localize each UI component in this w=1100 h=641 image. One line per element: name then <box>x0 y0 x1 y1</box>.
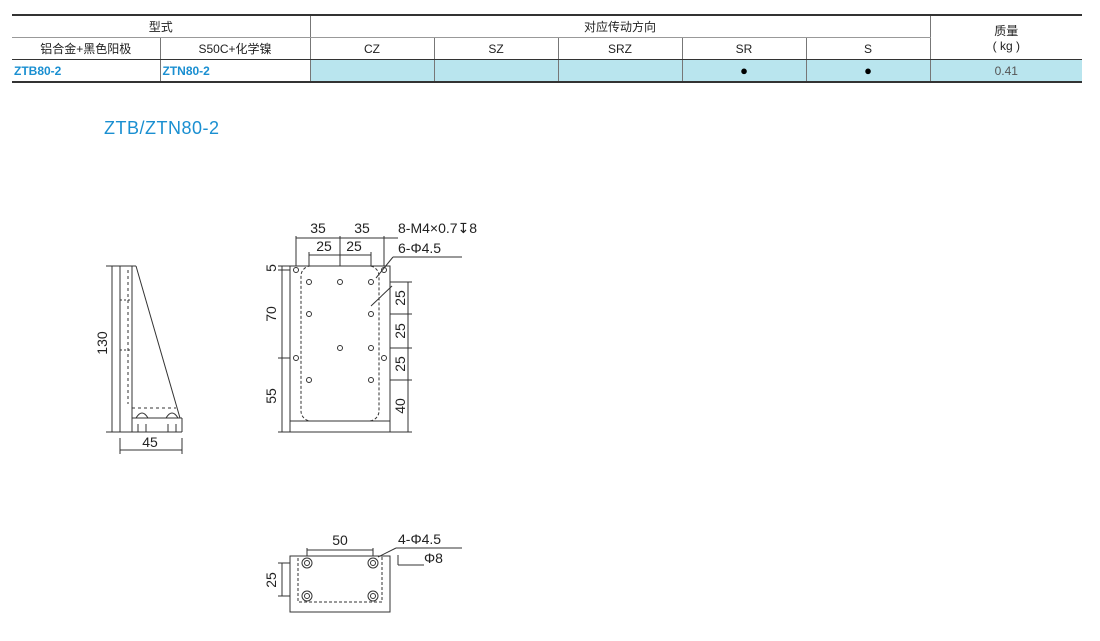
header-dir-sz: SZ <box>433 37 559 60</box>
header-mass-label: 质量 <box>994 24 1019 38</box>
dim-40: 40 <box>392 398 408 414</box>
dim-width-45: 45 <box>142 434 158 450</box>
dim-70: 70 <box>263 306 279 322</box>
header-dir-cz: CZ <box>309 37 435 60</box>
header-type: 型式 <box>12 14 311 38</box>
dim-height-130: 130 <box>94 331 110 355</box>
dim-5: 5 <box>263 264 279 272</box>
code-s50c[interactable]: ZTN80-2 <box>159 59 311 83</box>
header-mass: 质量 ( kg ) <box>929 14 1083 60</box>
mark-cz <box>309 59 435 83</box>
dim-55: 55 <box>263 388 279 404</box>
hole-note: 6-Φ4.5 <box>398 240 441 256</box>
dim-25-bottom: 25 <box>263 572 279 588</box>
mark-s: ● <box>805 59 931 83</box>
header-direction: 对应传动方向 <box>309 14 931 38</box>
thread-note: 8-M4×0.7↧8 <box>398 220 477 236</box>
dim-25-b: 25 <box>392 323 408 339</box>
front-view <box>278 236 462 433</box>
header-s50c: S50C+化学镍 <box>159 37 311 60</box>
side-view <box>106 265 183 454</box>
dim-25-a: 25 <box>392 290 408 306</box>
dim-25-right: 25 <box>346 238 362 254</box>
code-alu[interactable]: ZTB80-2 <box>12 59 161 83</box>
dim-35-right: 35 <box>354 220 370 236</box>
table-row: ZTB80-2 ZTN80-2 ● ● 0.41 <box>12 59 1083 83</box>
counterbore-note: Φ8 <box>424 550 443 566</box>
bottom-view <box>278 547 462 613</box>
drawing-title: ZTB/ZTN80-2 <box>104 118 220 138</box>
mass-value: 0.41 <box>929 59 1083 83</box>
spec-table: 型式 对应传动方向 质量 ( kg ) 铝合金+黑色阳极 S50C+化学镍 CZ… <box>12 14 1083 83</box>
dim-25-c: 25 <box>392 356 408 372</box>
dim-25-left: 25 <box>316 238 332 254</box>
header-mass-unit: ( kg ) <box>992 39 1020 53</box>
dim-35-left: 35 <box>310 220 326 236</box>
mark-sz <box>433 59 559 83</box>
bottom-hole-note: 4-Φ4.5 <box>398 531 441 547</box>
dim-50: 50 <box>332 532 348 548</box>
header-dir-s: S <box>805 37 931 60</box>
mark-srz <box>557 59 683 83</box>
mark-sr: ● <box>681 59 807 83</box>
